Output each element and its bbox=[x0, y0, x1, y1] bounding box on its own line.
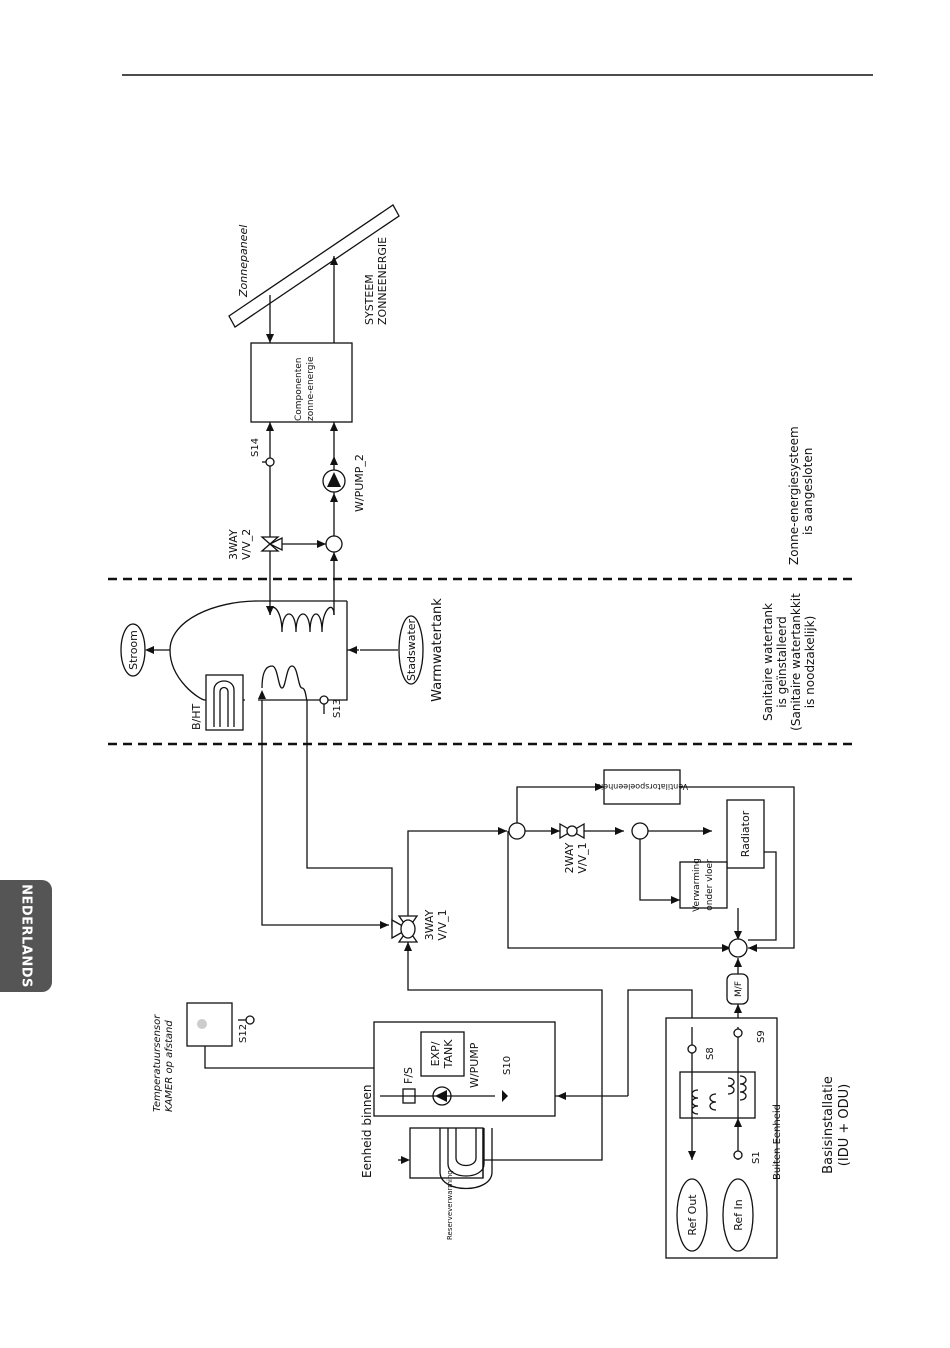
three-way-valve-2-icon: 3WAY V/V_2 bbox=[227, 529, 283, 560]
valve-2way-line2: V/V_1 bbox=[576, 842, 589, 873]
tank-region-line3: (Sanitaire watertankkit bbox=[789, 593, 803, 731]
exp-line1: EXP/ bbox=[429, 1041, 442, 1066]
valve2-line2: V/V_2 bbox=[240, 529, 253, 560]
s9-label: S9 bbox=[756, 1030, 767, 1043]
solar-system-line2: ZONNEENERGIE bbox=[376, 237, 389, 325]
language-tab: NEDERLANDS bbox=[0, 880, 52, 992]
s8-label: S8 bbox=[705, 1047, 716, 1060]
sensor-title-line2: KAMER op afstand bbox=[164, 1020, 175, 1112]
backup-label: Reserveverwarming bbox=[446, 1170, 454, 1240]
tank-upper-coil bbox=[269, 606, 335, 633]
junction-fan-coil bbox=[508, 822, 526, 840]
solar-components-line1: Componenten bbox=[294, 358, 304, 422]
tank-region-line1: Sanitaire watertank bbox=[761, 603, 775, 721]
mf-label: M/F bbox=[734, 981, 744, 997]
sensor-title-line1: Temperatuursensor bbox=[152, 1014, 163, 1112]
hot-water-tank bbox=[169, 600, 359, 701]
radiator-box: Radiator bbox=[726, 799, 765, 869]
sensor-s14-label: S14 bbox=[250, 438, 261, 457]
tank-region-line4: is noodzakelijk) bbox=[803, 616, 817, 709]
two-way-valve-icon: 2WAY V/V_1 bbox=[559, 822, 589, 874]
fs-label: F/S bbox=[402, 1067, 415, 1084]
outdoor-title: Buiten Eenheid bbox=[772, 1104, 783, 1180]
valve2-line1: 3WAY bbox=[227, 529, 240, 560]
stadswater-label: Stadswater bbox=[405, 618, 418, 681]
floor-heating-box: Verwarming onder vloer bbox=[679, 858, 728, 912]
s10-label: S10 bbox=[502, 1056, 513, 1075]
ref-in-label: Ref In bbox=[732, 1199, 745, 1231]
ref-out-ellipse bbox=[676, 1178, 708, 1252]
valve-2way-line1: 2WAY bbox=[563, 842, 576, 873]
tank-lower-coil bbox=[261, 665, 308, 701]
radiator-label: Radiator bbox=[739, 810, 752, 857]
solar-junction bbox=[325, 535, 343, 553]
basis-line2: (IDU + ODU) bbox=[837, 1084, 852, 1166]
pump2-icon: W/PUMP_2 bbox=[322, 454, 366, 512]
fan-coil-label: Ventilatorspoeleenheid bbox=[596, 782, 688, 791]
floor-heating-line2: onder vloer bbox=[705, 859, 715, 911]
backup-heater: Reserveverwarming bbox=[398, 1127, 493, 1240]
floor-heating-line1: Verwarming bbox=[692, 858, 702, 912]
sensor-s13-label: S13 bbox=[332, 699, 343, 718]
remote-room-sensor: Temperatuursensor KAMER op afstand S12 bbox=[152, 1002, 374, 1112]
junction-radiator bbox=[631, 822, 649, 840]
solar-components-box: Componenten zonne-energie bbox=[250, 342, 353, 423]
ref-in-ellipse bbox=[722, 1178, 754, 1252]
language-tab-label: NEDERLANDS bbox=[18, 884, 34, 988]
stroom-ellipse: Stroom bbox=[120, 623, 170, 677]
sensor-s12-label: S12 bbox=[238, 1024, 249, 1043]
junction-return bbox=[728, 938, 748, 958]
magnetic-filter: M/F bbox=[726, 973, 749, 1005]
solar-components-line2: zonne-energie bbox=[306, 356, 316, 421]
s1-label: S1 bbox=[751, 1151, 762, 1164]
solar-system-line1: SYSTEEM bbox=[363, 274, 376, 325]
basis-line1: Basisinstallatie bbox=[821, 1076, 836, 1174]
solar-pipes bbox=[266, 256, 338, 615]
sensor-s13: S13 bbox=[319, 695, 343, 718]
bht-label: B/HT bbox=[190, 703, 203, 730]
indoor-unit-box: Eenheid binnen EXP/ TANK F/S W/PUMP S10 bbox=[360, 989, 693, 1178]
indoor-pump-label: W/PUMP bbox=[468, 1042, 481, 1088]
valve-3way-line2: V/V_1 bbox=[436, 909, 449, 940]
outdoor-unit-box: S8 S9 S1 Buiten Eenheid Ref Out Ref In bbox=[665, 1017, 783, 1259]
pump2-label: W/PUMP_2 bbox=[353, 454, 366, 512]
ref-out-label: Ref Out bbox=[686, 1194, 699, 1236]
stroom-label: Stroom bbox=[127, 630, 140, 670]
solar-region-line1: Zonne-energiesysteem bbox=[787, 426, 801, 565]
indoor-title: Eenheid binnen bbox=[360, 1085, 374, 1178]
valve-3way-line1: 3WAY bbox=[423, 909, 436, 940]
tank-title: Warmwatertank bbox=[430, 598, 445, 702]
tank-region-line2: is geïnstalleerd bbox=[775, 616, 789, 707]
three-way-valve-1-icon: 3WAY V/V_1 bbox=[391, 909, 449, 943]
fan-coil-box: Ventilatorspoeleenheid bbox=[596, 769, 688, 805]
backup-heater-tank: B/HT bbox=[190, 674, 244, 731]
stadswater-ellipse: Stadswater bbox=[348, 615, 424, 685]
solar-panel-label: Zonnepaneel bbox=[237, 225, 250, 298]
sensor-s14: S14 bbox=[250, 438, 275, 467]
solar-region-line2: is aangesloten bbox=[801, 448, 815, 535]
exp-line2: TANK bbox=[442, 1039, 455, 1070]
solar-panel: Zonnepaneel bbox=[228, 204, 400, 328]
